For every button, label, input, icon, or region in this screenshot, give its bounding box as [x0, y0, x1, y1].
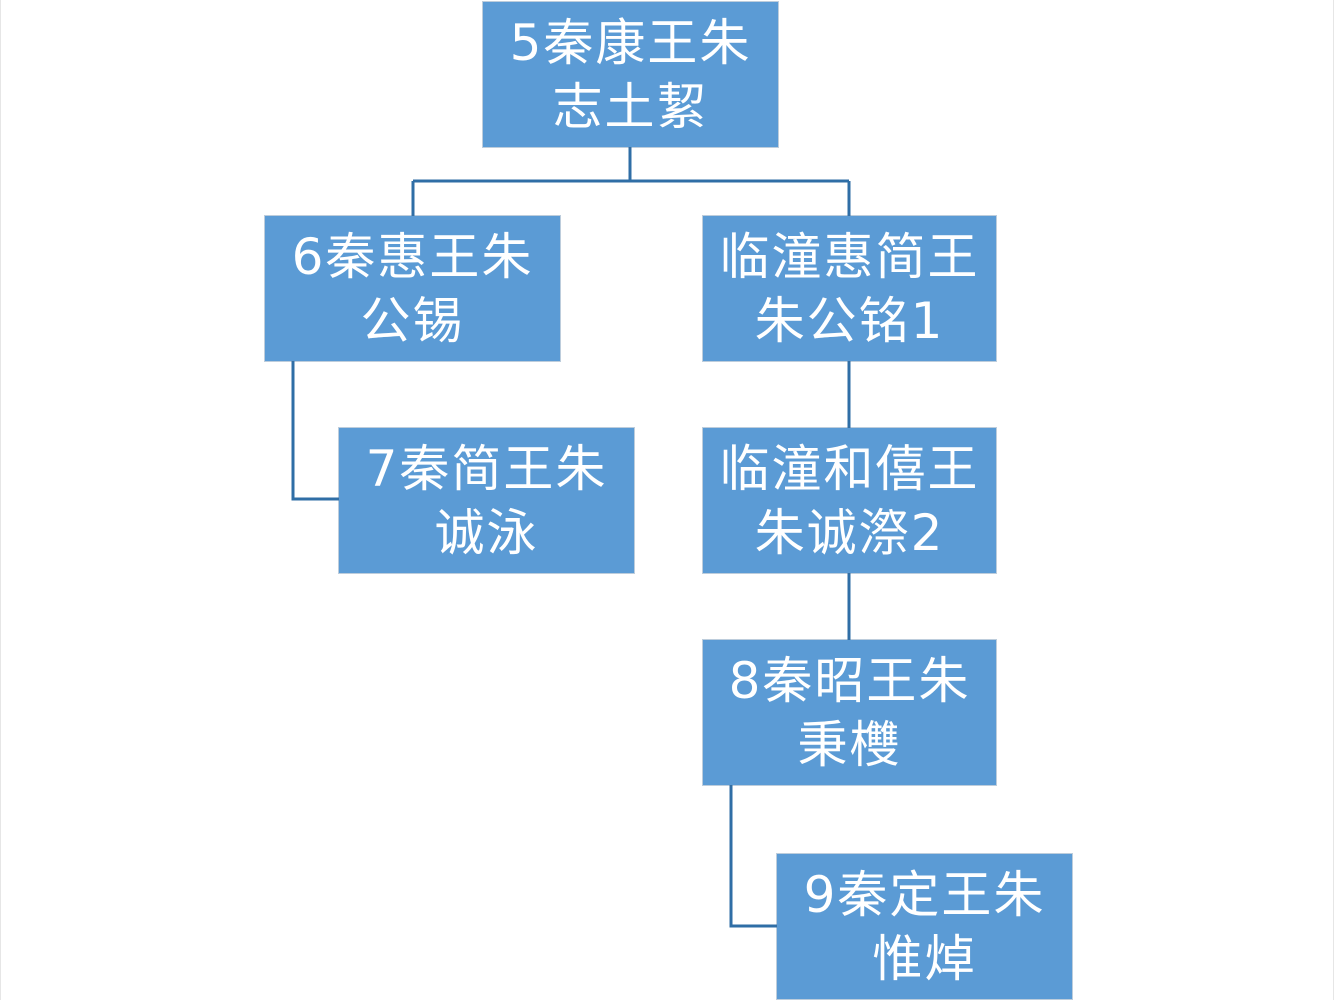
node-qin-hui-wang: 6秦惠王朱 公锡	[265, 216, 560, 361]
node-label: 8秦昭王朱 秉欆	[728, 651, 971, 774]
node-label: 临潼惠简王 朱公铭1	[719, 227, 980, 350]
node-qin-kang-wang: 5秦康王朱 志土絜	[483, 2, 778, 147]
node-label: 临潼和僖王 朱诚漈2	[719, 439, 980, 562]
node-lintong-huijian-wang: 临潼惠简王 朱公铭1	[703, 216, 996, 361]
node-qin-jian-wang: 7秦简王朱 诚泳	[339, 428, 634, 573]
connector-n6-n7	[291, 361, 339, 501]
node-qin-ding-wang: 9秦定王朱 惟焯	[777, 854, 1072, 999]
connector-n5-children	[411, 147, 851, 216]
node-label: 5秦康王朱 志土絜	[509, 13, 752, 136]
node-label: 9秦定王朱 惟焯	[803, 865, 1046, 988]
connector-n8-n9	[729, 785, 777, 928]
node-lintong-hexi-wang: 临潼和僖王 朱诚漈2	[703, 428, 996, 573]
node-label: 6秦惠王朱 公锡	[291, 227, 534, 350]
node-qin-zhao-wang: 8秦昭王朱 秉欆	[703, 640, 996, 785]
node-label: 7秦简王朱 诚泳	[365, 439, 608, 562]
